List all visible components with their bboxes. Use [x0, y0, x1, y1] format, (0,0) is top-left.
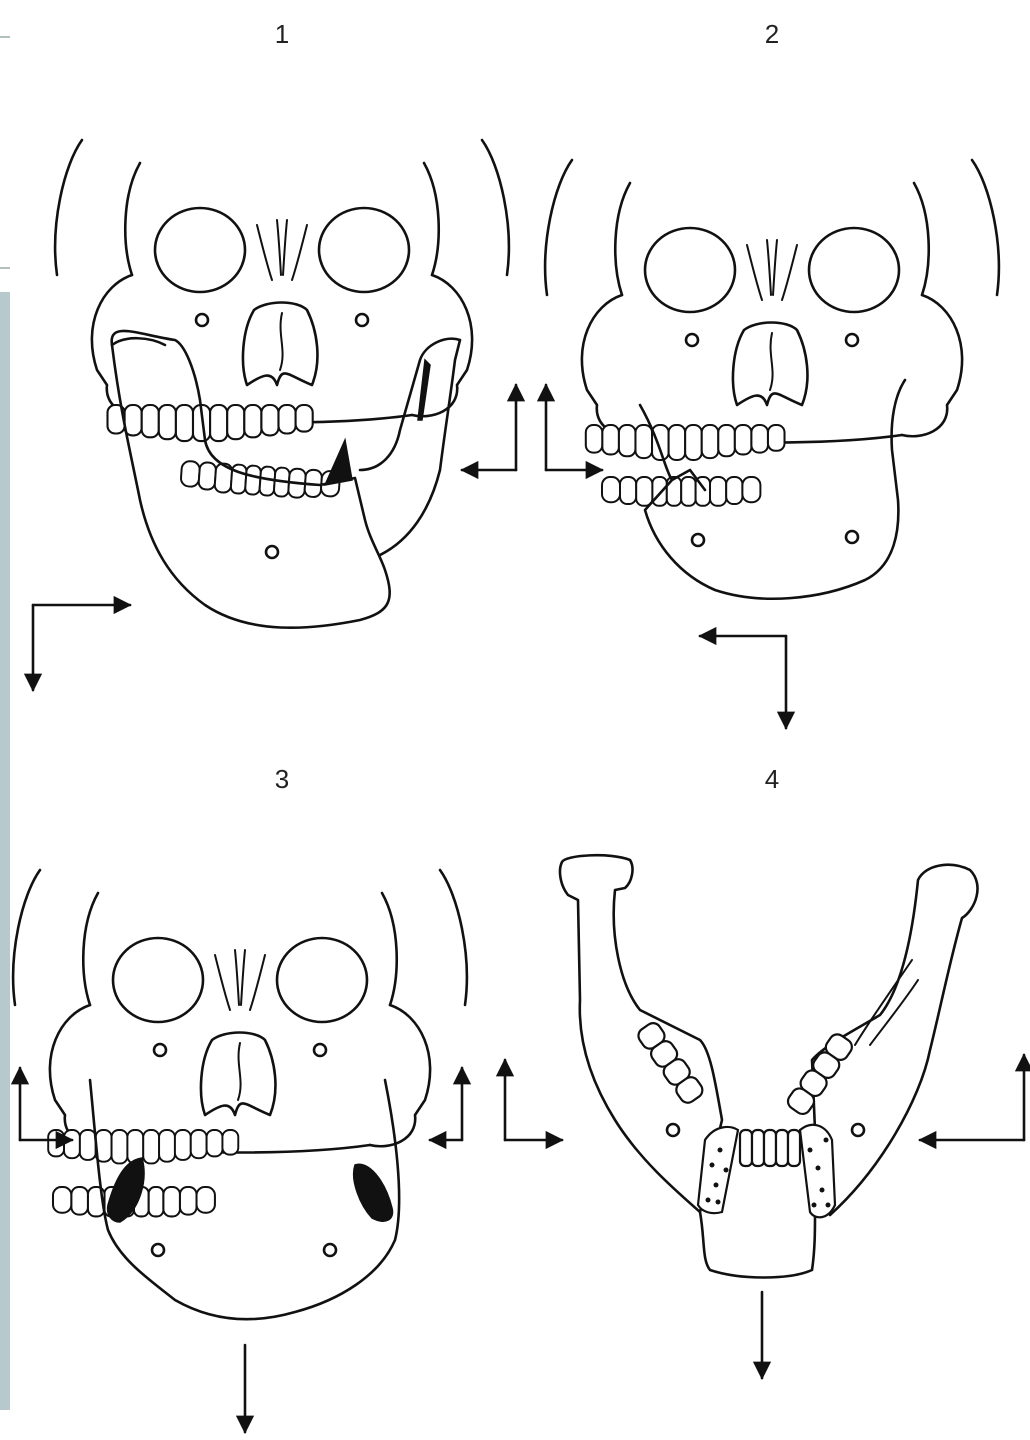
panel-4: 4	[560, 764, 1024, 1378]
panel-2-force-arrows	[700, 636, 786, 728]
panel-1: 1	[33, 19, 509, 690]
panel-2-skull	[545, 160, 999, 506]
panel-3: 3	[13, 764, 562, 1432]
panel-3-force-arrows	[20, 1060, 562, 1432]
panel-4-mandible	[560, 855, 978, 1277]
panel-1-skull	[55, 140, 509, 501]
fracture-right	[354, 1164, 393, 1221]
panel-number-4: 4	[765, 764, 779, 794]
panel-number-3: 3	[275, 764, 289, 794]
center-arrows-top	[462, 385, 602, 470]
panel-number-2: 2	[765, 19, 779, 49]
panel-number-1: 1	[275, 19, 289, 49]
panel-1-force-arrows	[33, 605, 130, 690]
panel-3-mandible	[90, 1080, 399, 1319]
panel-2: 2	[545, 19, 999, 728]
